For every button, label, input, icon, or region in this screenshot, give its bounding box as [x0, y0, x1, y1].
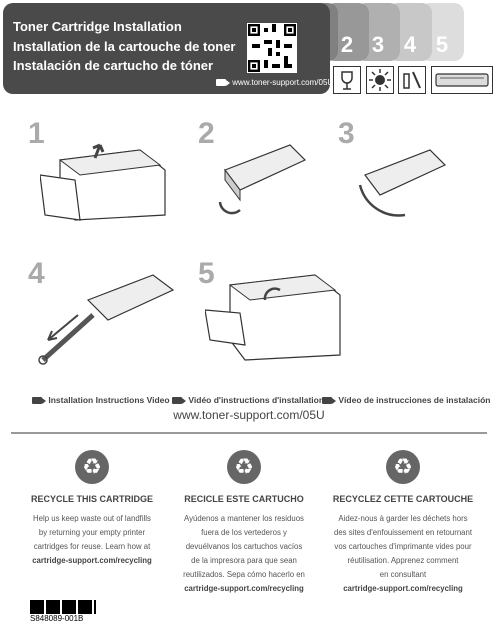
recycle-column-fr: RECYCLEZ CETTE CARTOUCHE Aidez-nous à ga…: [320, 450, 486, 596]
step-number-2: 2: [198, 117, 215, 150]
part-number: S848089-001B: [30, 614, 84, 623]
qr-code[interactable]: [247, 23, 297, 73]
video-camera-icon: [32, 397, 46, 405]
recycle-column-es: RECICLE ESTE CARTUCHO Ayúdenos a mantene…: [164, 450, 324, 596]
video-label-es: Vídeo de instrucciones de instalación: [338, 395, 491, 405]
cartridge-icon: [431, 66, 493, 94]
section-divider: [11, 432, 487, 434]
video-camera-icon: [172, 397, 186, 405]
step-5-illustration: [204, 265, 345, 365]
header-panel: Toner Cartridge Installation Installatio…: [3, 3, 333, 94]
recycle-body-es: Ayúdenos a mantener los residuos fuera d…: [164, 512, 324, 596]
video-camera-icon: [216, 79, 230, 87]
step-number-4: 4: [28, 257, 45, 290]
recycle-body-fr: Aidez-nous à garder les déchets hors des…: [320, 512, 486, 596]
no-tilt-icon: [398, 66, 426, 94]
recycle-link-fr[interactable]: cartridge-support.com/recycling: [343, 584, 463, 593]
step-2-illustration: [215, 140, 310, 215]
recycle-column-en: RECYCLE THIS CARTRIDGE Help us keep wast…: [12, 450, 172, 568]
fragile-icon: [333, 66, 361, 94]
video-url[interactable]: www.toner-support.com/05U: [173, 408, 325, 422]
video-link-spanish[interactable]: Vídeo de instrucciones de instalación: [322, 395, 490, 405]
step-4-illustration: [38, 265, 178, 370]
video-label-fr: Vidéo d'instructions d'installation: [188, 395, 325, 405]
video-link-english[interactable]: Installation Instructions Video: [32, 395, 170, 405]
recycle-icon: [75, 450, 109, 484]
recycle-icon: [227, 450, 261, 484]
recycle-title-es: RECICLE ESTE CARTUCHO: [184, 494, 304, 504]
light-sensitive-icon: [366, 66, 394, 94]
video-label-en: Installation Instructions Video: [48, 395, 170, 405]
recycle-title-fr: RECYCLEZ CETTE CARTOUCHE: [332, 494, 474, 504]
header-url: www.toner-support.com/05U: [232, 78, 334, 87]
recycle-title-en: RECYCLE THIS CARTRIDGE: [30, 494, 153, 504]
title-spanish: Instalación de cartucho de tóner: [13, 58, 214, 73]
title-french: Installation de la cartouche de toner: [13, 39, 236, 54]
recycle-link-es[interactable]: cartridge-support.com/recycling: [184, 584, 304, 593]
recycle-link-en[interactable]: cartridge-support.com/recycling: [32, 556, 152, 565]
step-number-3: 3: [338, 117, 355, 150]
step-1-illustration: [39, 130, 170, 225]
title-english: Toner Cartridge Installation: [13, 19, 182, 34]
step-number-5: 5: [198, 257, 215, 290]
video-link-french[interactable]: Vidéo d'instructions d'installation: [172, 395, 324, 405]
recycle-icon: [386, 450, 420, 484]
recycle-body-en: Help us keep waste out of landfills by r…: [12, 512, 172, 568]
step-3-illustration: [355, 140, 450, 220]
video-camera-icon: [322, 397, 336, 405]
barcode: [30, 600, 96, 614]
step-number-1: 1: [28, 117, 45, 150]
header-video-link[interactable]: www.toner-support.com/05U: [216, 78, 333, 87]
